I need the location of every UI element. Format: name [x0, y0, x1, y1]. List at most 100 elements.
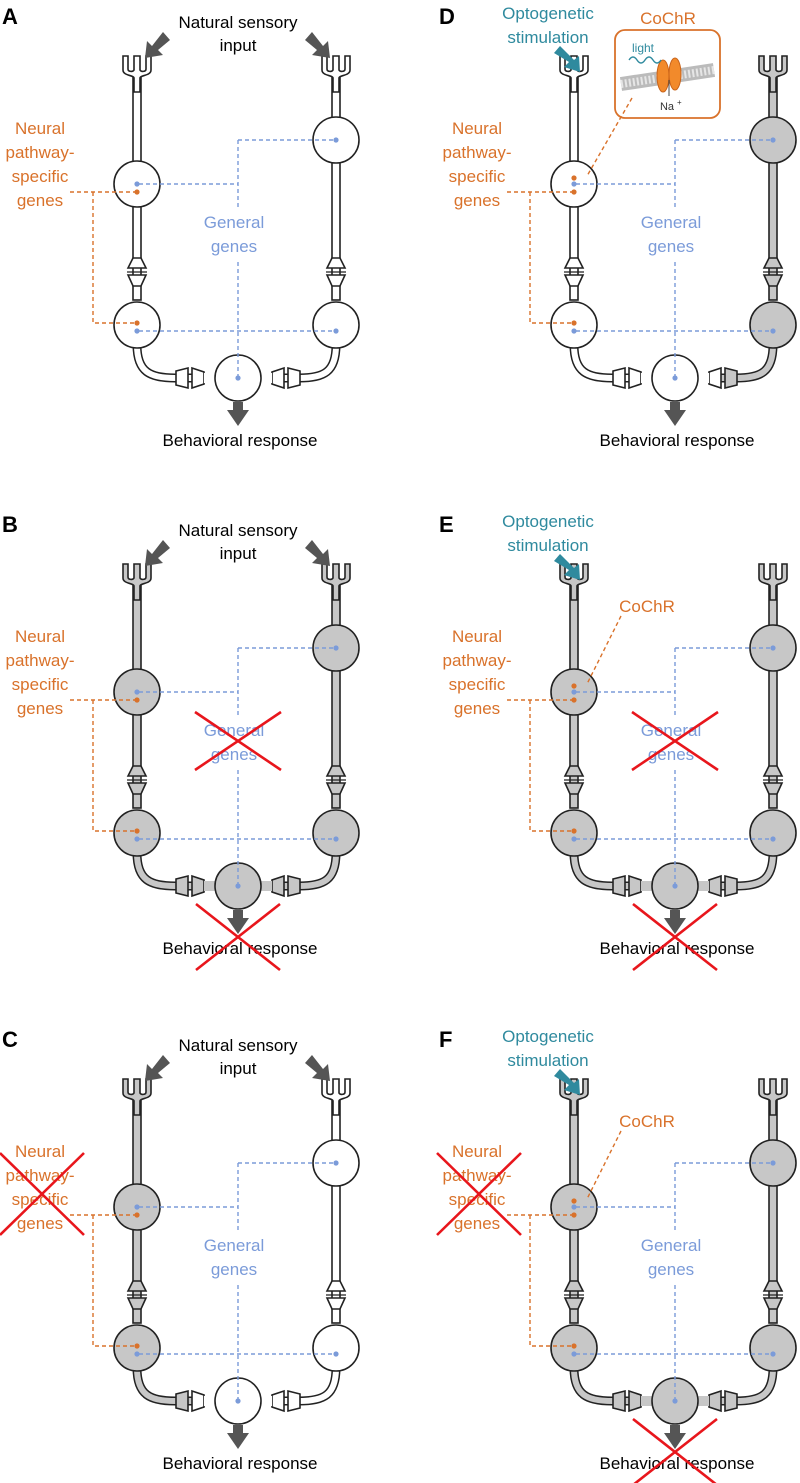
axon: [256, 373, 272, 383]
gene-dot-blue: [770, 645, 776, 651]
optogenetic-label: stimulation: [507, 536, 588, 555]
gene-dot-orange: [134, 320, 140, 326]
pathway-genes-link: [529, 1215, 574, 1347]
cross-general-genes: [194, 710, 282, 772]
neural-genes-label: Neural: [15, 119, 65, 138]
synapse-terminal: [175, 366, 189, 390]
gene-dot-blue: [333, 1160, 339, 1166]
neural-genes-label: Neural: [15, 627, 65, 646]
optogenetic-label: stimulation: [507, 1051, 588, 1070]
gene-dot-blue: [333, 137, 339, 143]
axon: [134, 852, 218, 889]
axon: [204, 881, 220, 891]
input-arrow: [305, 1055, 330, 1081]
synapse-receiver: [762, 274, 784, 287]
dendrite-fork: [559, 563, 589, 601]
gene-dot-blue: [770, 836, 776, 842]
output-arrow-head: [664, 918, 686, 934]
gene-dot-orange: [571, 1198, 577, 1204]
gene-dot-orange: [134, 828, 140, 834]
synapse-terminal: [724, 874, 738, 898]
axon: [641, 373, 657, 383]
behavioral-response-label: Behavioral response: [163, 431, 318, 450]
synapse-receiver: [628, 1389, 642, 1413]
synapse-receiver: [126, 274, 148, 287]
synapse-terminal: [612, 1389, 626, 1413]
cross-general-genes: [631, 710, 719, 772]
panel-label: C: [2, 1027, 18, 1052]
gene-dot-blue: [672, 375, 678, 381]
synapse-terminal: [325, 257, 347, 269]
dendrite-fork: [559, 1078, 589, 1116]
output-arrow-shaft: [233, 402, 243, 412]
synapse-receiver: [271, 366, 285, 390]
synapse-terminal: [325, 765, 347, 777]
panel-label: E: [439, 512, 454, 537]
gene-dot-blue: [235, 375, 241, 381]
axon: [571, 852, 655, 889]
synapse-terminal: [612, 366, 626, 390]
pathway-genes-link: [92, 192, 137, 324]
optogenetic-label: stimulation: [507, 28, 588, 47]
dendrite-fork: [321, 55, 351, 93]
behavioral-response-label: Behavioral response: [600, 431, 755, 450]
output-arrow-shaft: [233, 910, 243, 920]
gene-dot-blue: [235, 1398, 241, 1404]
output-arrow-head: [227, 1433, 249, 1449]
synapse-receiver: [325, 274, 347, 287]
pathway-genes-link: [92, 1215, 137, 1347]
synapse-terminal: [724, 1389, 738, 1413]
gene-dot-orange: [134, 697, 140, 703]
general-genes-label: General: [204, 213, 264, 232]
optogenetic-label: Optogenetic: [502, 1027, 594, 1046]
synapse-receiver: [762, 1297, 784, 1310]
cochr-channel: [668, 57, 682, 91]
neural-genes-label: genes: [17, 191, 63, 210]
panel-d: DNeuralpathway-specificgenesGeneralgenes…: [439, 4, 797, 450]
gene-dot-orange: [571, 175, 577, 181]
neural-genes-label: specific: [449, 167, 506, 186]
dendrite-fork: [122, 55, 152, 93]
light-label: light: [632, 41, 655, 55]
panel-e: ENeuralpathway-specificgenesGeneralgenes…: [439, 512, 797, 972]
cochr-label: CoChR: [619, 597, 675, 616]
natural-input-label: input: [220, 1059, 257, 1078]
axon: [134, 1367, 218, 1404]
synapse-terminal: [175, 1389, 189, 1413]
output-arrow-head: [664, 1433, 686, 1449]
gene-dot-blue: [571, 1204, 577, 1210]
axon: [641, 1396, 657, 1406]
gene-dot-orange: [571, 1212, 577, 1218]
gene-dot-blue: [770, 328, 776, 334]
gene-dot-blue: [235, 883, 241, 889]
synapse-terminal: [287, 1389, 301, 1413]
synapse-receiver: [708, 874, 722, 898]
axon: [693, 881, 709, 891]
axon: [693, 1396, 709, 1406]
neural-genes-label: pathway-: [443, 651, 512, 670]
sodium-label: Na: [660, 101, 675, 113]
neural-genes-label: genes: [454, 699, 500, 718]
axon: [641, 881, 657, 891]
panel-label: B: [2, 512, 18, 537]
synapse-terminal: [762, 1280, 784, 1292]
neuron-right-lower: [749, 1324, 797, 1372]
natural-input-label: input: [220, 36, 257, 55]
general-genes-label: genes: [648, 745, 694, 764]
axon: [571, 1367, 655, 1404]
input-arrow: [145, 1055, 170, 1081]
axon: [256, 881, 272, 891]
cross-pathway-genes: [436, 1152, 522, 1236]
axon: [256, 1396, 272, 1406]
cochr-pointer: [586, 97, 633, 177]
dendrite-fork: [122, 563, 152, 601]
output-arrow-shaft: [670, 402, 680, 412]
neural-genes-label: specific: [12, 675, 69, 694]
gene-dot-orange: [134, 1212, 140, 1218]
synapse-terminal: [126, 1280, 148, 1292]
output-arrow-head: [227, 918, 249, 934]
neural-genes-label: genes: [454, 191, 500, 210]
optogenetic-arrow: [554, 1069, 580, 1095]
neural-genes-label: specific: [449, 1190, 506, 1209]
